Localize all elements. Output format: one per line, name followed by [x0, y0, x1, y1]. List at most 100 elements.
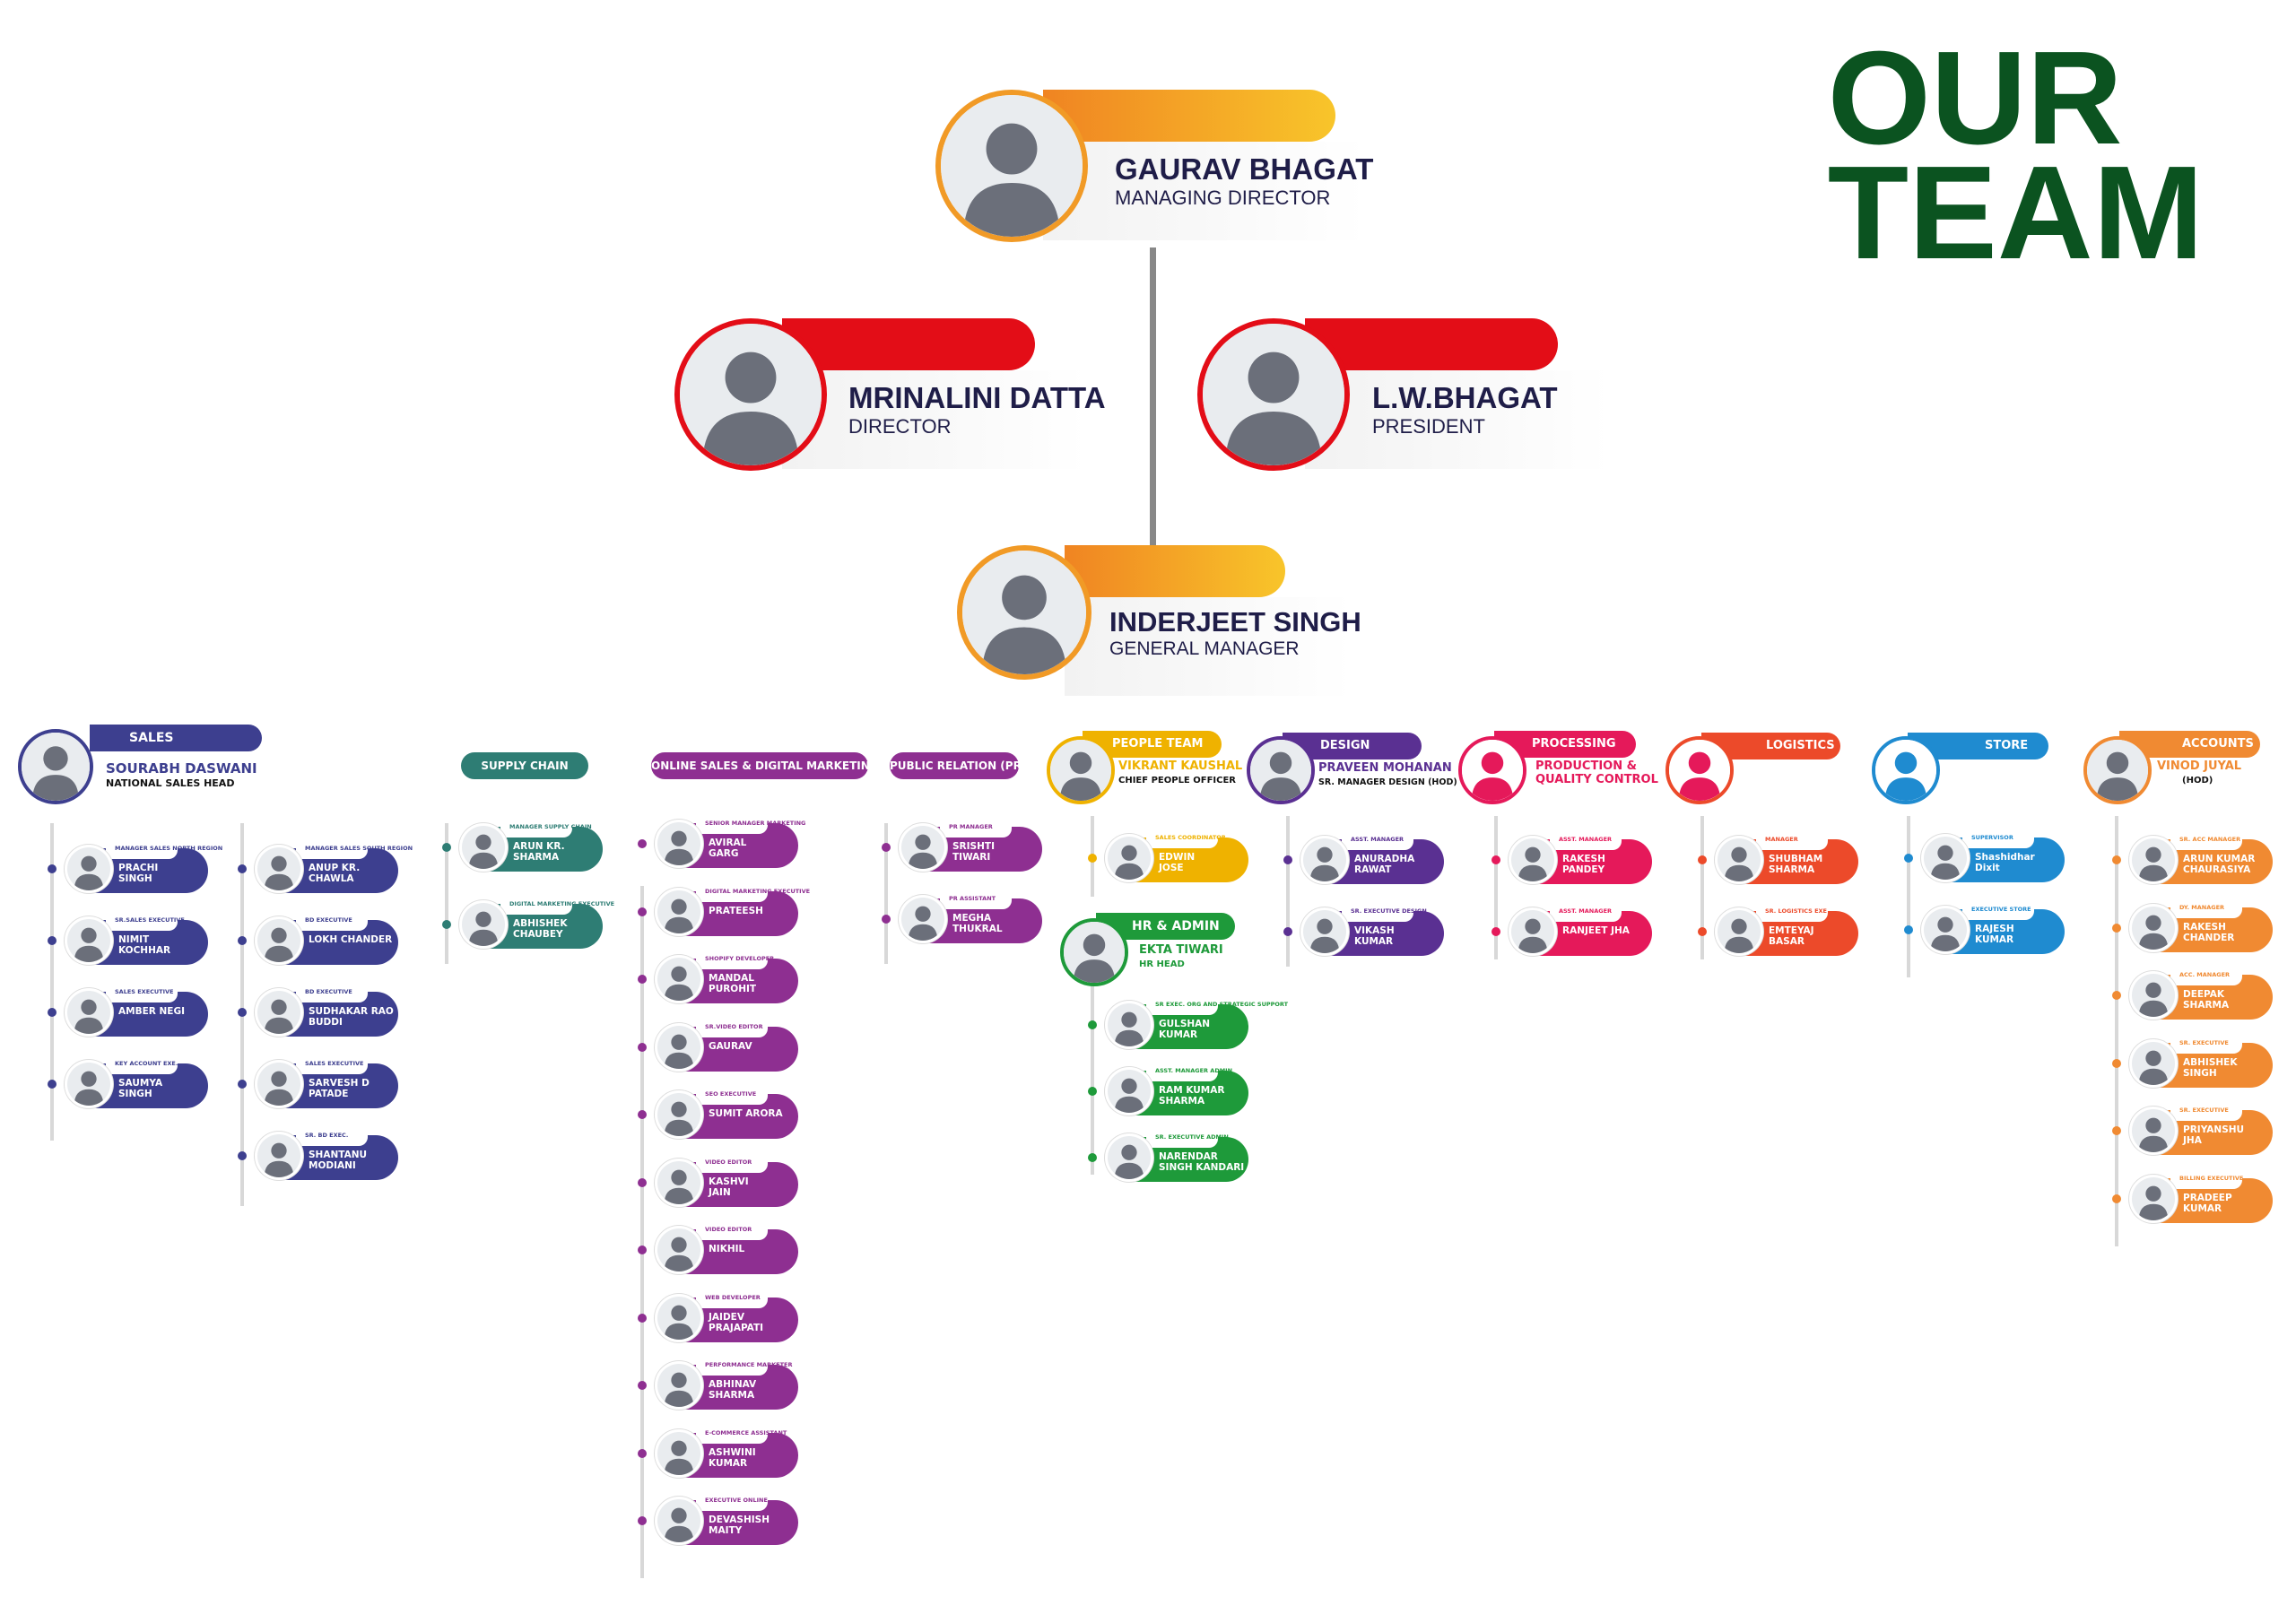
- member-photo: [2129, 1039, 2178, 1088]
- connector-dot: [638, 1381, 647, 1390]
- member-photo: [459, 900, 508, 949]
- member-name: SARVESH D PATADE: [309, 1078, 370, 1099]
- person-icon: [657, 958, 700, 1001]
- page-title: OUR TEAM: [1827, 32, 2204, 287]
- member-name: EDWIN JOSE: [1159, 852, 1196, 873]
- member-role: SENIOR MANAGER MARKETING: [705, 820, 806, 827]
- member-card: PERFORMANCE MARKETER ABHINAV SHARMA: [655, 1361, 798, 1411]
- connector-dot: [442, 843, 451, 852]
- member-name: ARUN KUMAR CHAURASIYA: [2183, 854, 2256, 875]
- person-icon: [1511, 910, 1554, 953]
- connector-dot: [48, 936, 57, 945]
- person-icon: [2132, 1109, 2175, 1152]
- member-role: ACC. MANAGER: [2179, 971, 2231, 978]
- member-name: RANJEET JHA: [1562, 925, 1630, 936]
- head-name: SOURABH DASWANI: [106, 760, 257, 777]
- member-role: SR. EXECUTIVE ADMIN: [1155, 1133, 1229, 1141]
- person-icon: [67, 847, 110, 890]
- member-role: VIDEO EDITOR: [705, 1226, 752, 1233]
- connector-dot: [238, 1080, 247, 1089]
- person-icon: [257, 991, 300, 1034]
- member-name: LOKH CHANDER: [309, 934, 393, 945]
- person-icon: [901, 826, 944, 869]
- member-role: MANAGER SUPPLY CHAIN: [509, 823, 592, 830]
- member-name: SUMIT ARORA: [709, 1108, 783, 1119]
- member-role: DY. MANAGER: [2179, 904, 2225, 911]
- person-icon: [2087, 740, 2148, 801]
- person-icon: [1511, 838, 1554, 881]
- head-name: PRAVEEN MOHANAN: [1318, 761, 1452, 775]
- member-photo: [255, 988, 303, 1037]
- member-name: GULSHAN KUMAR: [1159, 1019, 1211, 1040]
- connector-dot: [2112, 1194, 2121, 1203]
- connector-dot: [638, 1449, 647, 1458]
- person-icon: [657, 1499, 700, 1542]
- member-name: EMTEYAJ BASAR: [1769, 925, 1814, 947]
- member-photo: [655, 1294, 703, 1342]
- person-icon: [67, 991, 110, 1034]
- person-photo: [674, 318, 827, 471]
- connector-dot: [1492, 927, 1500, 936]
- person-icon: [1462, 740, 1523, 801]
- person-icon: [2132, 1042, 2175, 1085]
- connector-dot: [882, 915, 891, 924]
- member-name: DEEPAK SHARMA: [2183, 989, 2230, 1011]
- member-photo: [2129, 1175, 2178, 1223]
- member-photo: [655, 1090, 703, 1139]
- member-role: DIGITAL MARKETING EXECUTIVE: [509, 900, 615, 907]
- member-photo: [255, 845, 303, 893]
- person-icon: [2132, 907, 2175, 950]
- column-connector: [1286, 816, 1290, 967]
- person-photo: [1060, 918, 1128, 986]
- member-name: MANDAL PUROHIT: [709, 973, 757, 994]
- person-icon: [1303, 838, 1346, 881]
- member-photo: [1921, 906, 1970, 954]
- connector-dot: [48, 1008, 57, 1017]
- connector-dot: [1088, 1087, 1097, 1096]
- member-role: PERFORMANCE MARKETER: [705, 1361, 793, 1368]
- member-name: NIMIT KOCHHAR: [118, 934, 171, 956]
- person-icon: [257, 919, 300, 962]
- column-connector: [445, 823, 448, 964]
- person-icon: [2132, 838, 2175, 881]
- member-role: DIGITAL MARKETING EXECUTIVE: [705, 888, 811, 895]
- member-photo: [2129, 1107, 2178, 1155]
- member-photo: [655, 1226, 703, 1274]
- connector-dot: [638, 1516, 647, 1525]
- member-photo: [1105, 1067, 1153, 1115]
- person-icon: [1875, 740, 1936, 801]
- exec-role: DIRECTOR: [848, 415, 952, 438]
- dept-label: SALES: [90, 725, 262, 751]
- person-icon: [1665, 736, 1734, 804]
- member-name: ABHINAV SHARMA: [709, 1379, 757, 1401]
- person-icon: [901, 898, 944, 941]
- member-name: PRACHI SINGH: [118, 863, 159, 884]
- member-photo: [899, 823, 947, 872]
- exec-card-president: L.W.BHAGAT PRESIDENT: [1197, 318, 1628, 480]
- connector-dot: [638, 1314, 647, 1323]
- member-photo: [1105, 834, 1153, 882]
- person-icon: [657, 1432, 700, 1475]
- person-icon: [1718, 838, 1761, 881]
- person-photo: [1247, 736, 1315, 804]
- person-photo: [2083, 736, 2152, 804]
- member-role: EXECUTIVE STORE: [1971, 906, 2031, 913]
- member-photo: [655, 1159, 703, 1207]
- member-name: DEVASHISH MAITY: [709, 1515, 770, 1536]
- member-role: WEB DEVELOPER: [705, 1294, 761, 1301]
- connector-dot: [638, 975, 647, 984]
- title-line-2: TEAM: [1827, 139, 2204, 287]
- connector-dot: [1088, 1020, 1097, 1029]
- person-icon: [941, 95, 1083, 237]
- connector-dot: [1904, 925, 1913, 934]
- person-icon: [680, 324, 822, 465]
- connector-dot: [238, 1151, 247, 1160]
